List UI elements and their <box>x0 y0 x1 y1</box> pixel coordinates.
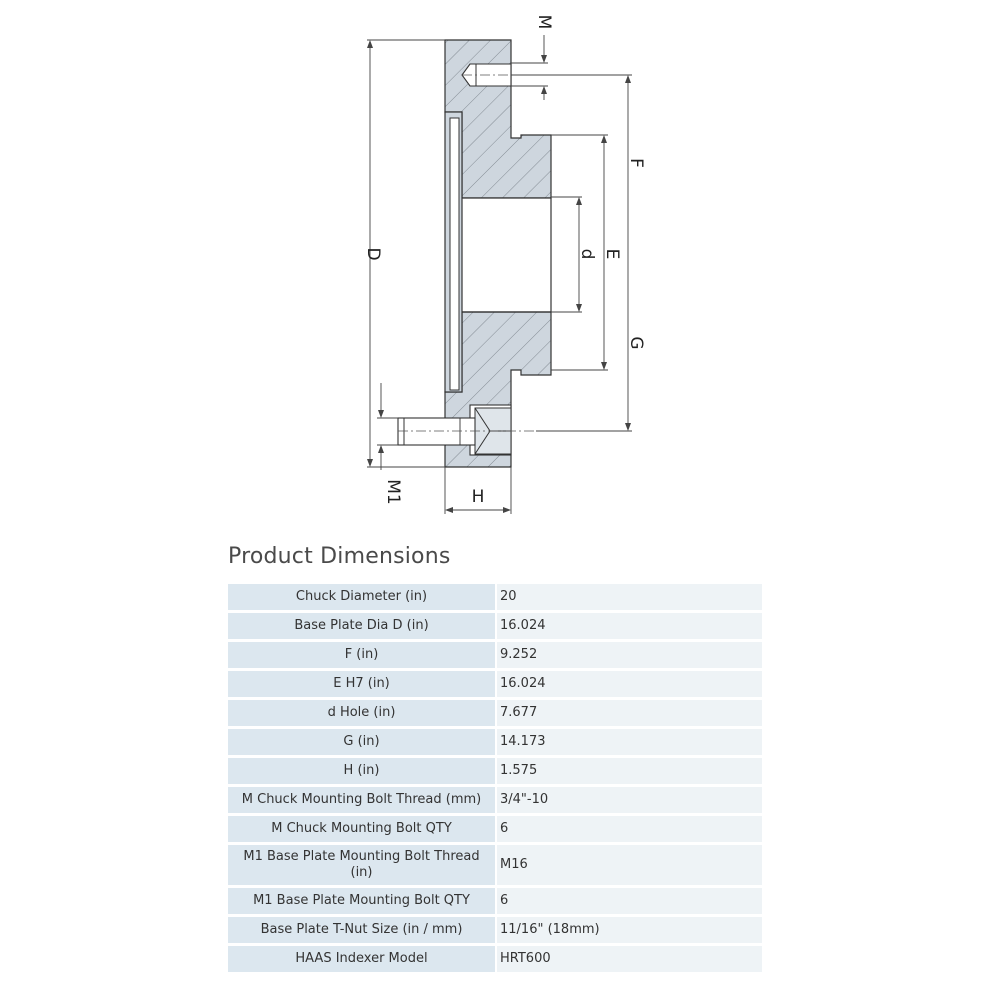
table-row: Base Plate Dia D (in)16.024 <box>228 613 762 642</box>
row-value: 3/4"-10 <box>497 787 762 816</box>
table-row: Base Plate T-Nut Size (in / mm)11/16" (1… <box>228 917 762 946</box>
table-row: E H7 (in)16.024 <box>228 671 762 700</box>
label-m: M <box>534 15 554 30</box>
row-label: F (in) <box>228 642 497 671</box>
m-bolt-hole <box>461 63 530 87</box>
row-label: E H7 (in) <box>228 671 497 700</box>
dimension-arrows <box>367 40 631 513</box>
table-row: F (in)9.252 <box>228 642 762 671</box>
base-plate-section-drawing: M F D d E G M1 H <box>363 15 646 514</box>
label-f: F <box>626 158 646 168</box>
row-label: Base Plate Dia D (in) <box>228 613 497 642</box>
row-label: H (in) <box>228 758 497 787</box>
row-label: M1 Base Plate Mounting Bolt QTY <box>228 888 497 917</box>
row-value: 7.677 <box>497 700 762 729</box>
table-row: Chuck Diameter (in)20 <box>228 584 762 613</box>
row-label: M Chuck Mounting Bolt Thread (mm) <box>228 787 497 816</box>
bore <box>462 198 551 312</box>
table-row: H (in)1.575 <box>228 758 762 787</box>
row-value: 11/16" (18mm) <box>497 917 762 946</box>
row-label: Chuck Diameter (in) <box>228 584 497 613</box>
row-value: 1.575 <box>497 758 762 787</box>
label-d-hole: d <box>577 249 597 260</box>
label-g: G <box>626 336 646 349</box>
recess-groove <box>449 117 460 391</box>
row-label: HAAS Indexer Model <box>228 946 497 975</box>
section-title: Product Dimensions <box>228 544 451 569</box>
row-value: HRT600 <box>497 946 762 975</box>
table-row: d Hole (in)7.677 <box>228 700 762 729</box>
plate-cross-section <box>397 39 552 468</box>
table-row: M1 Base Plate Mounting Bolt Thread (in)M… <box>228 845 762 888</box>
row-label: d Hole (in) <box>228 700 497 729</box>
product-dimensions-table: Chuck Diameter (in)20 Base Plate Dia D (… <box>228 584 762 975</box>
row-label: M Chuck Mounting Bolt QTY <box>228 816 497 845</box>
row-value: 6 <box>497 888 762 917</box>
row-value: 16.024 <box>497 613 762 642</box>
table-row: M Chuck Mounting Bolt Thread (mm)3/4"-10 <box>228 787 762 816</box>
label-d-base: D <box>363 247 383 260</box>
row-label: M1 Base Plate Mounting Bolt Thread (in) <box>228 845 497 888</box>
label-e: E <box>602 249 622 260</box>
row-value: 14.173 <box>497 729 762 758</box>
table-row: G (in)14.173 <box>228 729 762 758</box>
label-m1: M1 <box>383 479 403 504</box>
row-value: 20 <box>497 584 762 613</box>
row-value: 6 <box>497 816 762 845</box>
row-value: M16 <box>497 845 762 888</box>
m1-bolt <box>397 404 540 456</box>
label-h: H <box>472 487 485 507</box>
row-label: Base Plate T-Nut Size (in / mm) <box>228 917 497 946</box>
row-value: 16.024 <box>497 671 762 700</box>
row-label: G (in) <box>228 729 497 758</box>
row-value: 9.252 <box>497 642 762 671</box>
